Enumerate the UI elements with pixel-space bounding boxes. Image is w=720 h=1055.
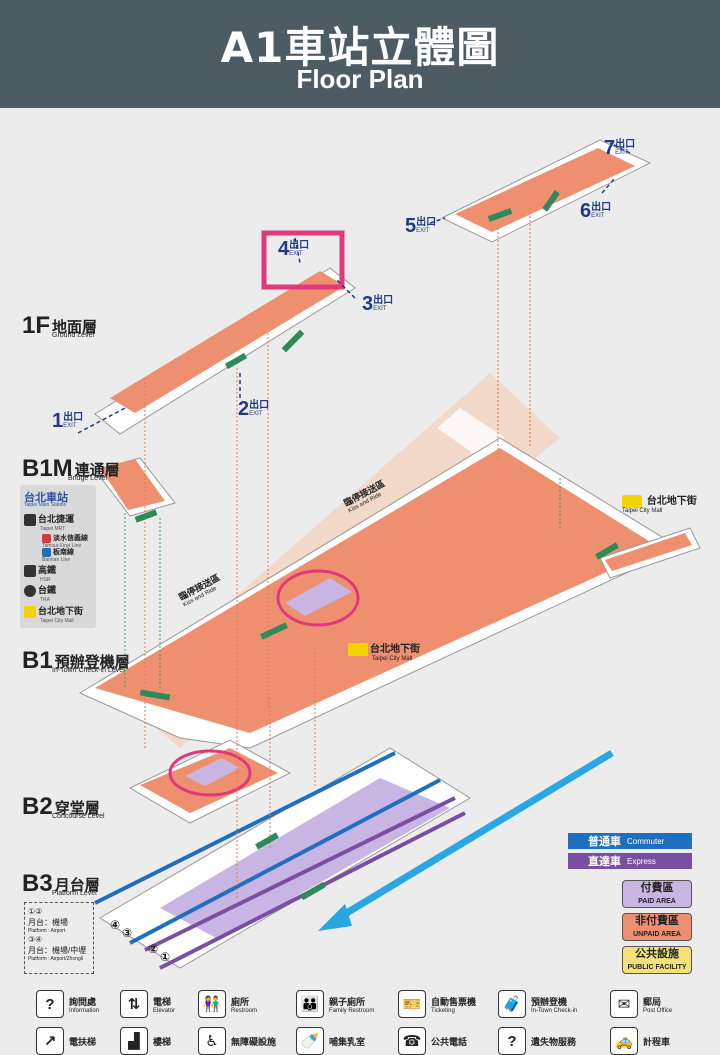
facility-stairs: ▟ 樓梯 — [120, 1027, 171, 1055]
taxi-icon: 🚕 — [610, 1027, 638, 1055]
b1-checkin-highlight — [276, 569, 360, 627]
city-mall-icon — [622, 494, 642, 508]
platform-number-4: ④ — [110, 918, 121, 932]
facility-nursing-room: 🍼 哺集乳室 — [296, 1027, 365, 1055]
facility-lost-found: ? 遺失物服務 — [498, 1027, 576, 1055]
escalator-icon: ↗ — [36, 1027, 64, 1055]
platform-number-2: ② — [148, 942, 159, 956]
exits-5-7-unpaid-area — [455, 148, 635, 232]
header-banner: A1車站立體圖 Floor Plan — [0, 0, 720, 108]
blue-line-row: 板南線 Bannan Line — [42, 547, 74, 563]
facility-accessible: ♿ 無障礙設施 — [198, 1027, 276, 1055]
lost-found-icon: ? — [498, 1027, 526, 1055]
facility-phone: ☎ 公共電話 — [398, 1027, 467, 1055]
blue-line-icon — [42, 547, 51, 557]
commuter-track-upper — [94, 751, 396, 905]
facility-taxi: 🚕 計程車 — [610, 1027, 670, 1055]
wheelchair-icon: ♿ — [198, 1027, 226, 1055]
platform-paid-area — [160, 778, 450, 940]
page-title: A1車站立體圖 — [220, 23, 500, 72]
floor-plan-diagram — [77, 139, 701, 970]
hsr-row: 高鐵 HSR — [24, 563, 56, 583]
nursing-room-icon: 🍼 — [296, 1027, 324, 1055]
city-mall-icon — [24, 605, 36, 618]
red-line-icon — [42, 533, 51, 543]
platform-number-1: ① — [160, 950, 171, 964]
city-mall-label-right: 台北地下街 Taipei City Mall — [622, 494, 697, 514]
city-mall-label-b1: 台北地下街 Taipei City Mall — [348, 640, 420, 662]
b2-highlight — [168, 749, 252, 797]
stairs-icon: ▟ — [120, 1027, 148, 1055]
red-line-row: 淡水信義線 Tamsui-Xinyi Line — [42, 533, 88, 549]
elevator-icon: ⇅ — [120, 990, 148, 1018]
question-icon: ? — [36, 990, 64, 1018]
commuter-track-lower — [129, 778, 441, 945]
taipei-station-legend: 台北車站 Taipei Main Station 台北捷運 Taipei MRT… — [20, 485, 96, 628]
metro-icon — [24, 513, 36, 526]
mrt-row: 台北捷運 Taipei MRT — [24, 512, 74, 532]
family-restroom-icon: 👪 — [296, 990, 324, 1018]
direction-arrow — [333, 750, 614, 923]
mail-icon: ✉ — [610, 990, 638, 1018]
ticket-machine-icon: 🎫 — [398, 990, 426, 1018]
in-town-checkin-unpaid-area — [95, 448, 660, 733]
city-mall-icon — [348, 642, 368, 656]
tra-icon — [24, 584, 36, 597]
station-legend-title: 台北車站 — [24, 492, 68, 504]
restroom-icon: 👫 — [198, 990, 226, 1018]
checkin-icon: 🧳 — [498, 990, 526, 1018]
phone-icon: ☎ — [398, 1027, 426, 1055]
express-track-upper — [144, 796, 456, 952]
ground-level-unpaid-area — [110, 271, 345, 413]
exit-4-highlight — [261, 230, 345, 290]
mall-row: 台北地下街 Taipei City Mall — [24, 604, 83, 624]
platform-number-3: ③ — [122, 926, 133, 940]
tra-row: 台鐵 TRA — [24, 583, 56, 603]
facility-escalator: ↗ 電扶梯 — [36, 1027, 96, 1055]
hsr-icon — [24, 564, 36, 577]
page-subtitle: Floor Plan — [296, 64, 424, 94]
